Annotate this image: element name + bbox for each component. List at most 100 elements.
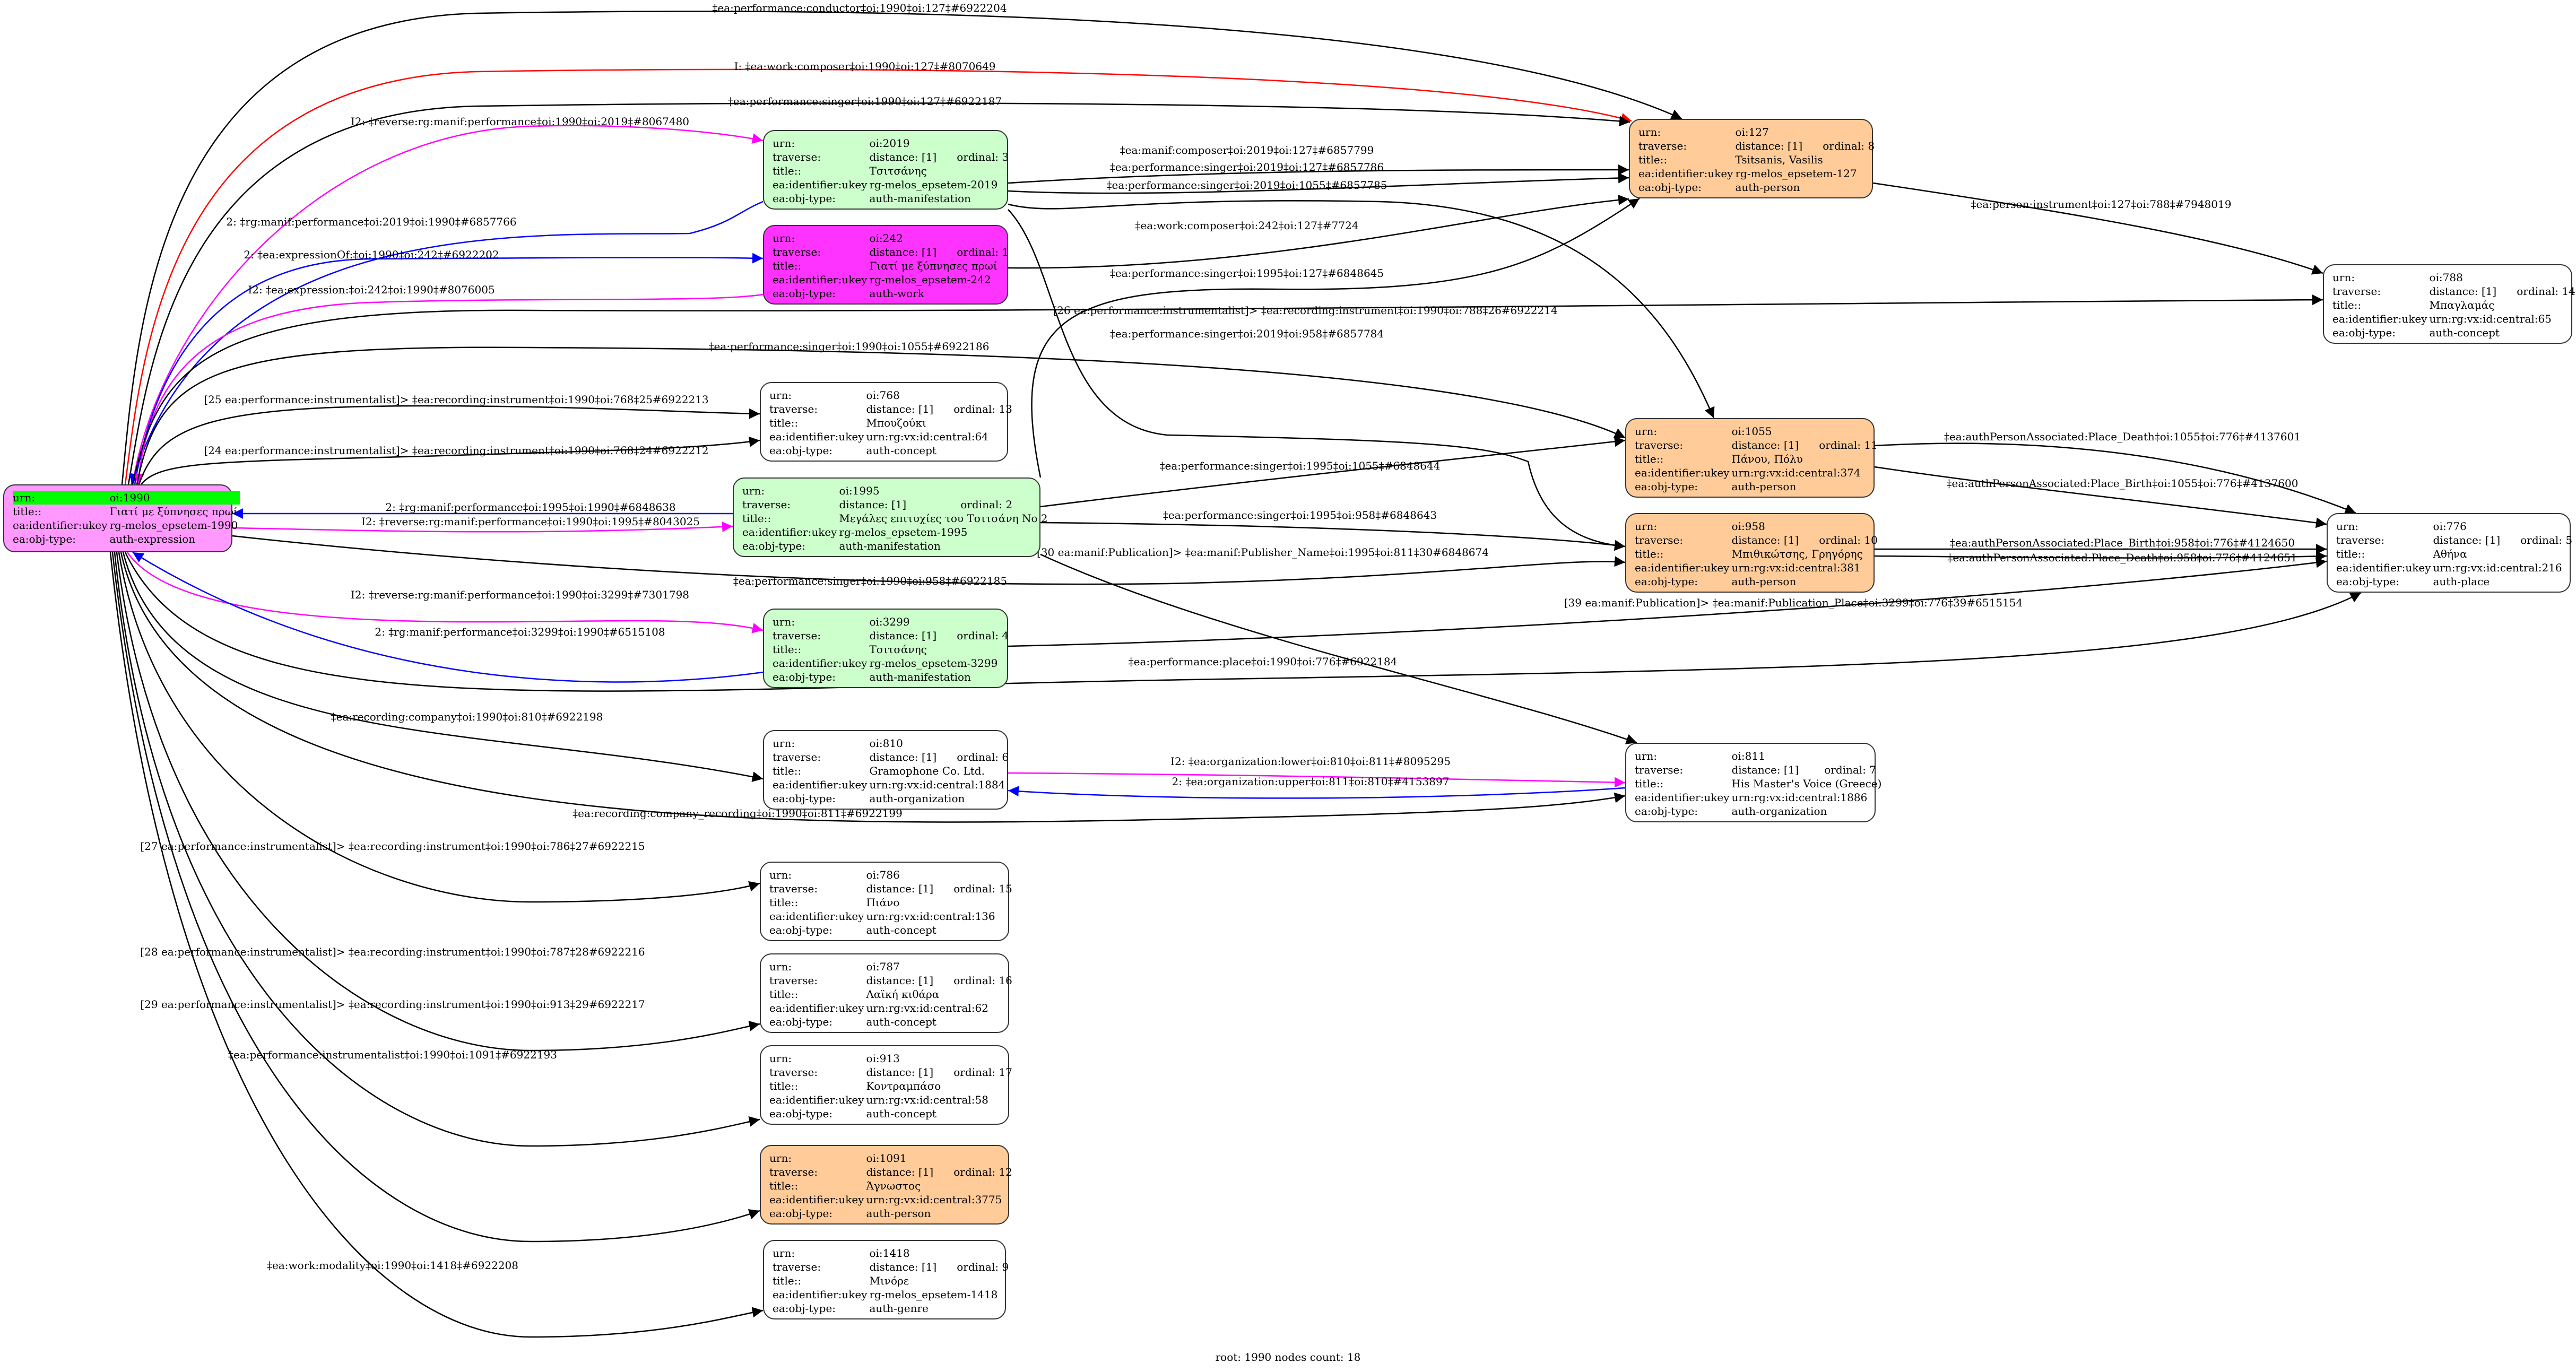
node-oi-787[interactable]: urn:oi:787 traverse:distance: [1]ordinal… bbox=[760, 953, 1012, 1033]
node-oi-776[interactable]: urn:oi:776 traverse:distance: [1]ordinal… bbox=[2327, 513, 2572, 593]
urn-value: oi:127 bbox=[1735, 126, 1769, 138]
edge-n1990-to-n127 bbox=[127, 102, 1630, 485]
node-oi-810[interactable]: urn:oi:810 traverse:distance: [1]ordinal… bbox=[763, 730, 1009, 810]
node-oi-811[interactable]: urn:oi:811 traverse:distance: [1]ordinal… bbox=[1625, 743, 1881, 822]
objtype-value: auth-person bbox=[1731, 480, 1797, 493]
node-oi-1418[interactable]: urn:oi:1418 traverse:distance: [1]ordina… bbox=[763, 1240, 1009, 1319]
node-oi-1990[interactable]: urn:oi:1990 title::Γιατί με ξύπνησες πρω… bbox=[3, 484, 240, 552]
objtype-value: auth-person bbox=[1735, 181, 1800, 194]
distance-value: distance: [1] bbox=[2433, 534, 2501, 546]
urn-key: urn: bbox=[1635, 750, 1658, 762]
ordinal-value: ordinal: 2 bbox=[960, 498, 1013, 511]
ordinal-value: ordinal: 15 bbox=[953, 882, 1012, 895]
objtype-value: auth-manifestation bbox=[869, 671, 971, 683]
edge-label: ‡ea:authPersonAssociated:Place_Birth‡oi:… bbox=[1947, 477, 2299, 490]
edge-n1990-to-n1995 bbox=[232, 521, 733, 533]
title-key: title:: bbox=[742, 512, 771, 525]
traverse-key: traverse: bbox=[769, 1166, 818, 1178]
urn-key: urn: bbox=[2332, 271, 2355, 284]
node-oi-3299[interactable]: urn:oi:3299 traverse:distance: [1]ordina… bbox=[763, 609, 1009, 688]
title-value: Λαϊκή κιθάρα bbox=[866, 988, 940, 1001]
title-key: title:: bbox=[2336, 548, 2365, 560]
graph-footer: root: 1990 nodes count: 18 bbox=[1215, 1351, 1361, 1364]
distance-value: distance: [1] bbox=[866, 403, 934, 415]
ukey-value: urn:rg:vx:id:central:62 bbox=[866, 1002, 988, 1014]
ukey-value: rg-melos_epsetem-127 bbox=[1735, 167, 1857, 180]
distance-value: distance: [1] bbox=[2429, 285, 2497, 298]
edge-n811-to-n810 bbox=[1008, 786, 1626, 799]
ukey-value: urn:rg:vx:id:central:1886 bbox=[1731, 791, 1868, 804]
edge-label: [27 ea:performance:instrumentalist]> ‡ea… bbox=[140, 840, 645, 853]
traverse-key: traverse: bbox=[1638, 140, 1687, 152]
edge-label: ‡ea:recording:company‡oi:1990‡oi:810‡#69… bbox=[331, 710, 603, 723]
distance-value: distance: [1] bbox=[1735, 140, 1803, 152]
title-key: title:: bbox=[773, 765, 802, 777]
objtype-key: ea:obj-type: bbox=[769, 1015, 833, 1028]
title-key: title:: bbox=[769, 896, 799, 909]
edge-label: [30 ea:manif:Publication]> ‡ea:manif:Pub… bbox=[1037, 546, 1489, 559]
node-oi-786[interactable]: urn:oi:786 traverse:distance: [1]ordinal… bbox=[760, 862, 1012, 941]
ukey-key: ea:identifier:ukey bbox=[773, 778, 868, 791]
edge-n1990-to-n768 bbox=[141, 436, 760, 485]
node-oi-913[interactable]: urn:oi:913 traverse:distance: [1]ordinal… bbox=[760, 1045, 1012, 1125]
objtype-value: auth-concept bbox=[866, 1107, 936, 1120]
urn-value: oi:776 bbox=[2433, 520, 2467, 533]
ukey-value: urn:rg:vx:id:central:1884 bbox=[869, 778, 1005, 791]
edge-n1990-to-n786 bbox=[118, 552, 760, 903]
edge-n1990-to-n242 bbox=[134, 253, 764, 485]
urn-value: oi:2019 bbox=[869, 137, 910, 150]
ukey-value: urn:rg:vx:id:central:374 bbox=[1731, 466, 1861, 479]
ukey-key: ea:identifier:ukey bbox=[769, 1002, 864, 1014]
urn-value: oi:786 bbox=[866, 869, 900, 881]
node-oi-2019[interactable]: urn:oi:2019 traverse:distance: [1]ordina… bbox=[763, 130, 1009, 210]
ordinal-value: ordinal: 1 bbox=[957, 246, 1009, 258]
node-oi-958[interactable]: urn:oi:958 traverse:distance: [1]ordinal… bbox=[1625, 513, 1878, 593]
edge-label: 2: ‡rg:manif:performance‡oi:3299‡oi:1990… bbox=[375, 626, 665, 638]
edge-n1990-to-n127 bbox=[121, 11, 1682, 485]
objtype-key: ea:obj-type: bbox=[13, 533, 76, 545]
node-oi-1091[interactable]: urn:oi:1091 traverse:distance: [1]ordina… bbox=[760, 1145, 1012, 1225]
edge-label: I2: ‡reverse:rg:manif:performance‡oi:199… bbox=[361, 515, 700, 528]
ukey-key: ea:identifier:ukey bbox=[2332, 312, 2427, 325]
urn-key: urn: bbox=[773, 737, 795, 750]
title-key: title:: bbox=[769, 1080, 799, 1092]
edge-label: [39 ea:manif:Publication]> ‡ea:manif:Pub… bbox=[1564, 596, 2023, 609]
ukey-key: ea:identifier:ukey bbox=[1635, 466, 1730, 479]
urn-key: urn: bbox=[769, 389, 792, 402]
edge-label: ‡ea:performance:singer‡oi:2019‡oi:1055‡#… bbox=[1107, 179, 1387, 192]
ukey-value: rg-melos_epsetem-3299 bbox=[869, 657, 998, 670]
traverse-key: traverse: bbox=[769, 882, 818, 895]
ukey-key: ea:identifier:ukey bbox=[769, 1193, 864, 1206]
urn-key: urn: bbox=[769, 960, 792, 973]
node-oi-768[interactable]: urn:oi:768 traverse:distance: [1]ordinal… bbox=[760, 382, 1012, 462]
traverse-key: traverse: bbox=[2336, 534, 2385, 546]
title-value: Τσιτσάνης bbox=[869, 164, 927, 177]
edge-n1995-to-n958 bbox=[1040, 522, 1626, 551]
objtype-value: auth-person bbox=[866, 1207, 931, 1220]
urn-value: oi:958 bbox=[1731, 520, 1765, 533]
edge-label: 2: ‡ea:organization:upper‡oi:811‡oi:810‡… bbox=[1172, 775, 1450, 788]
ukey-value: urn:rg:vx:id:central:65 bbox=[2429, 312, 2552, 325]
traverse-key: traverse: bbox=[773, 151, 821, 163]
ukey-value: urn:rg:vx:id:central:216 bbox=[2433, 561, 2562, 574]
title-value: Αθήνα bbox=[2433, 548, 2467, 560]
traverse-key: traverse: bbox=[773, 1261, 821, 1273]
node-oi-788[interactable]: urn:oi:788 traverse:distance: [1]ordinal… bbox=[2323, 264, 2575, 344]
node-oi-1995[interactable]: urn:oi:1995 traverse:distance: [1]ordina… bbox=[733, 477, 1048, 557]
edge-n1990-to-n776 bbox=[124, 552, 2362, 692]
objtype-value: auth-person bbox=[1731, 575, 1797, 588]
node-oi-1055[interactable]: urn:oi:1055 traverse:distance: [1]ordina… bbox=[1625, 418, 1878, 498]
edge-label: ‡ea:authPersonAssociated:Place_Birth‡oi:… bbox=[1950, 536, 2295, 549]
title-key: title:: bbox=[1638, 153, 1668, 166]
traverse-key: traverse: bbox=[769, 974, 818, 987]
urn-value: oi:810 bbox=[869, 737, 903, 750]
ordinal-value: ordinal: 14 bbox=[2517, 285, 2575, 298]
traverse-key: traverse: bbox=[773, 246, 821, 258]
node-oi-242[interactable]: urn:oi:242 traverse:distance: [1]ordinal… bbox=[763, 225, 1009, 305]
objtype-value: auth-concept bbox=[866, 444, 936, 457]
ukey-key: ea:identifier:ukey bbox=[742, 526, 837, 539]
edge-label: ‡ea:performance:singer‡oi:1995‡oi:127‡#6… bbox=[1110, 267, 1384, 280]
node-oi-127[interactable]: urn:oi:127 traverse:distance: [1]ordinal… bbox=[1629, 119, 1875, 198]
objtype-value: auth-organization bbox=[1731, 805, 1827, 818]
